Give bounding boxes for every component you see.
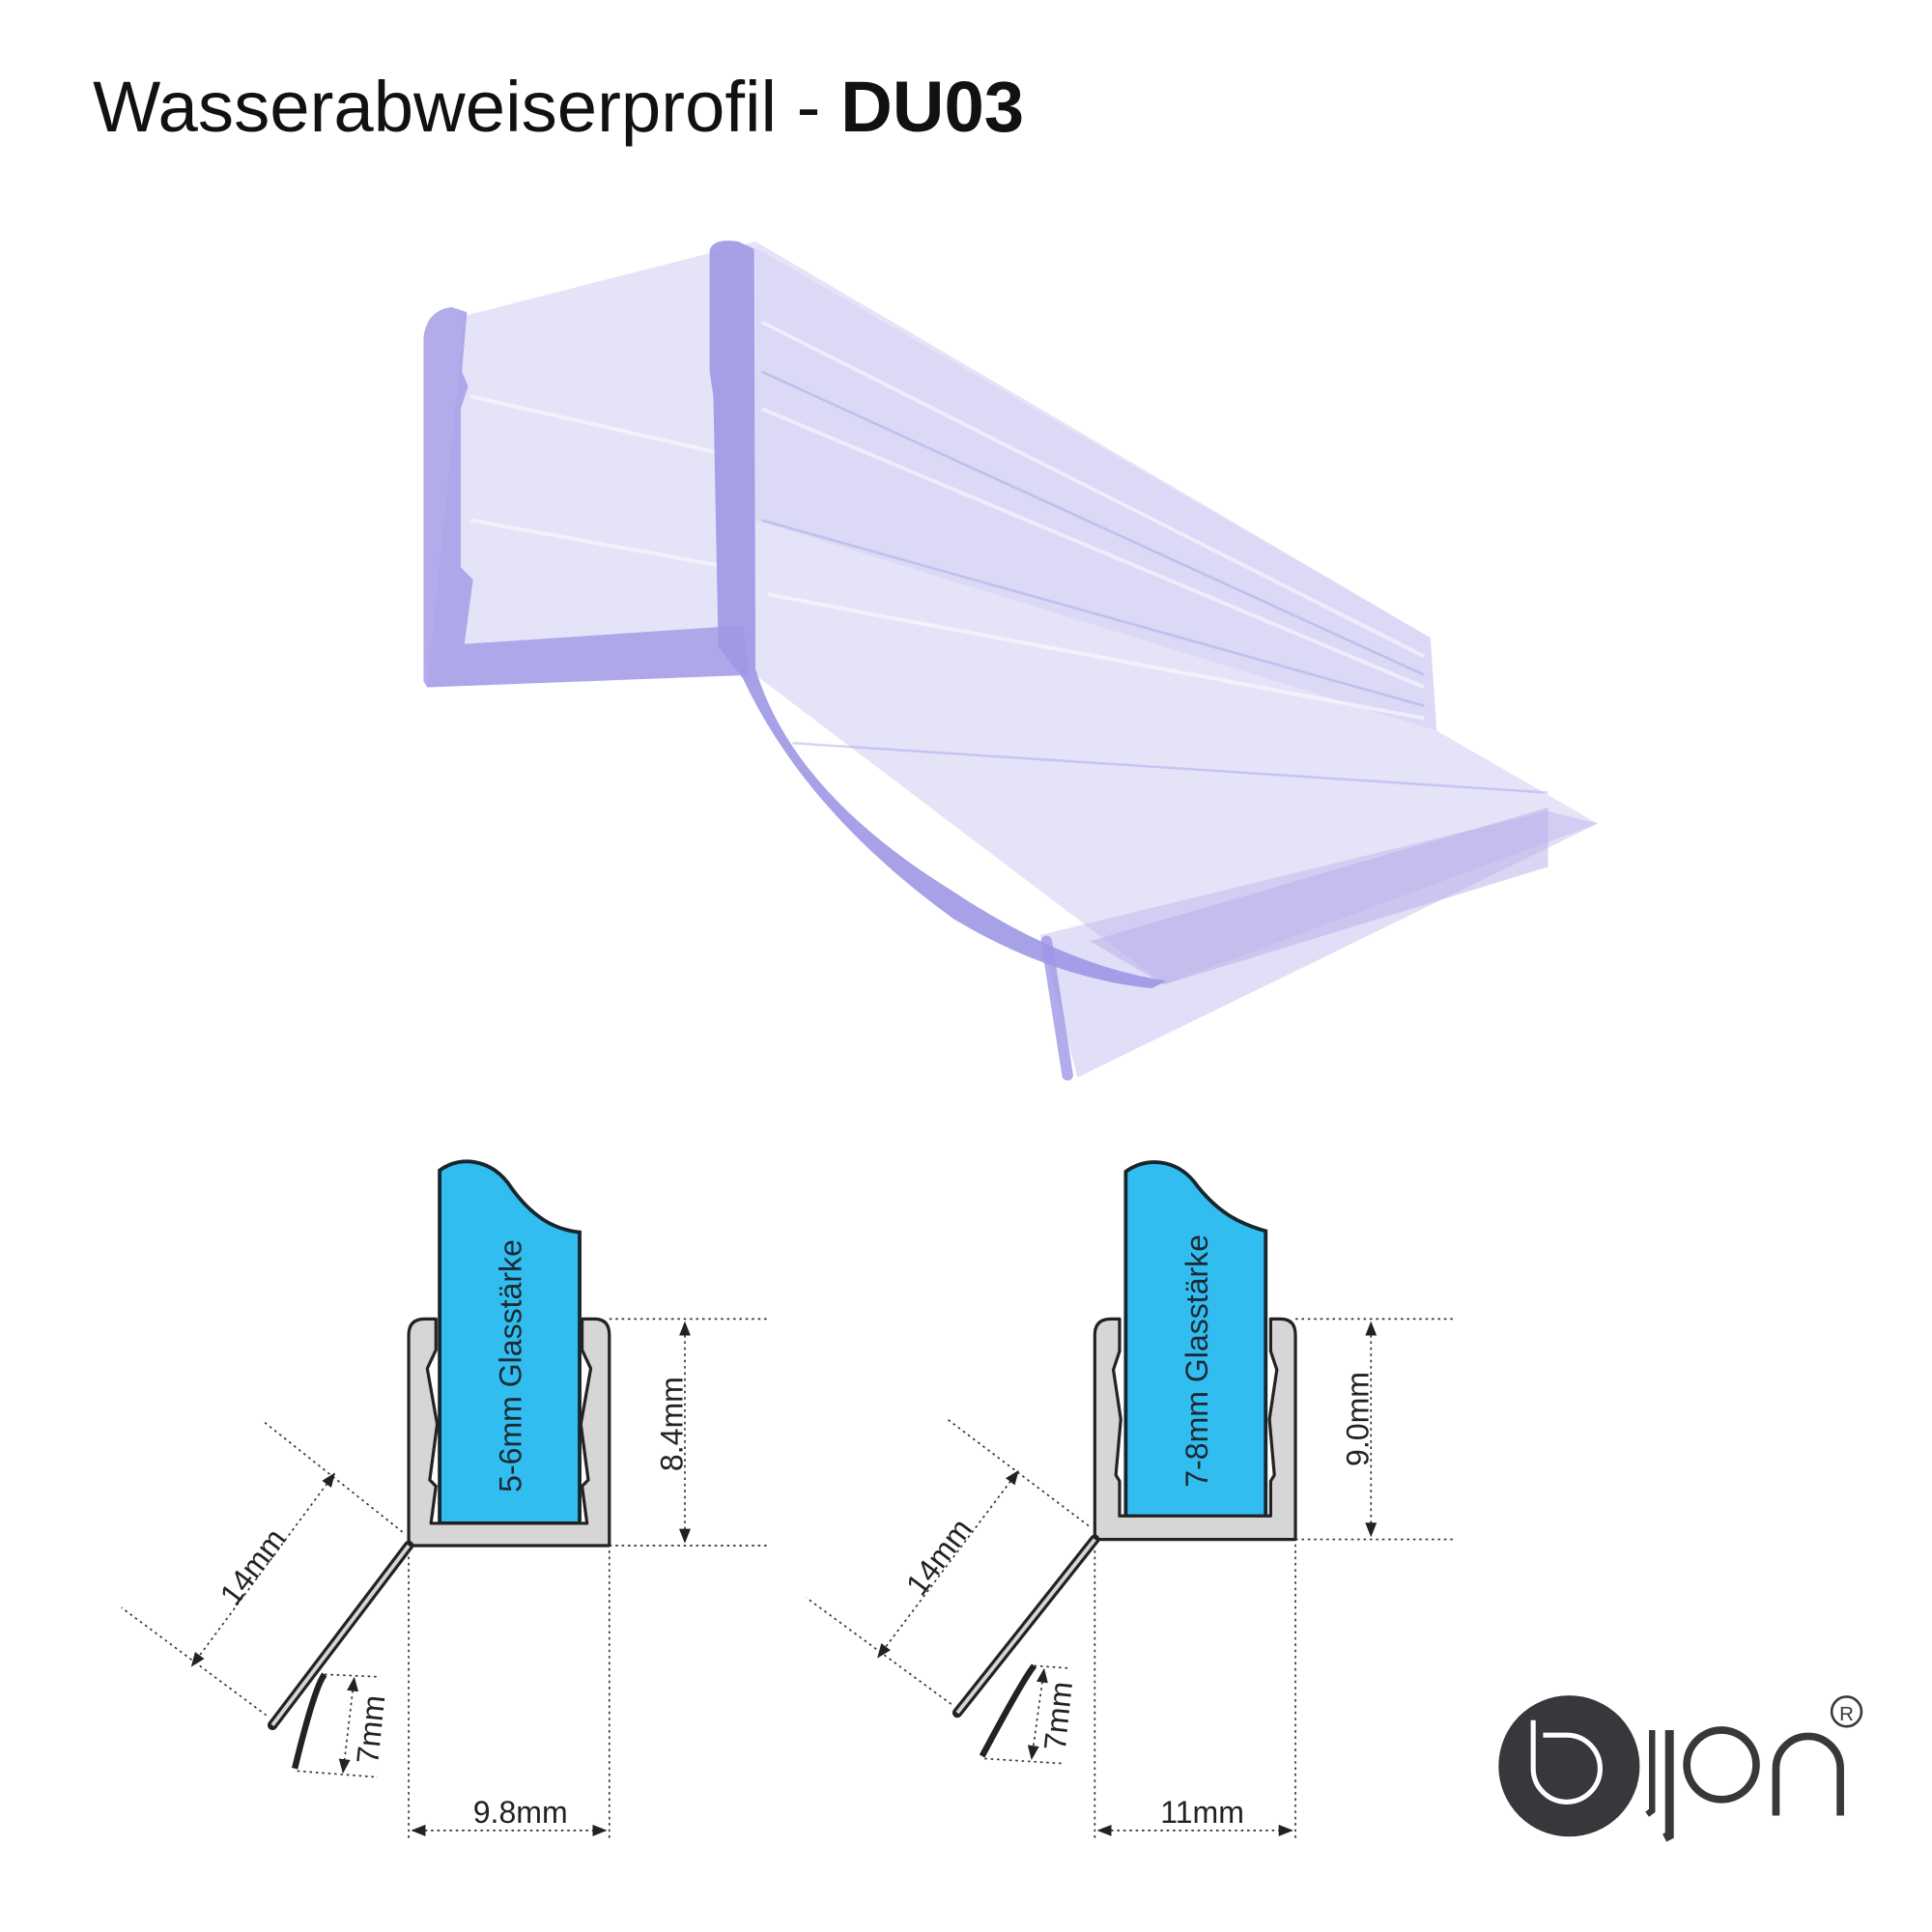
- profile-rendering: [423, 241, 1598, 1081]
- bijon-logo: R: [1498, 1695, 1863, 1842]
- u-channel: [1093, 1317, 1297, 1542]
- glass-panel: [438, 1159, 582, 1525]
- page-title: Wasserabweiserprofil - DU03: [93, 67, 1024, 147]
- svg-text:R: R: [1839, 1703, 1854, 1725]
- lip-dimension: 7mm: [350, 1693, 391, 1766]
- flap-dimension: 14mm: [213, 1522, 292, 1612]
- width-dimension: 9.8mm: [473, 1795, 568, 1830]
- width-dimension: 11mm: [1160, 1795, 1244, 1830]
- flap-dimension: 14mm: [899, 1512, 979, 1602]
- cross-section-diagram-1: 5-6mm Glasstärke 8.4mm 9.8mm 14mm 7mm: [121, 1159, 768, 1841]
- lip-dimension: 7mm: [1037, 1680, 1079, 1752]
- registered-mark-icon: [1830, 1695, 1863, 1728]
- glass-thickness-label: 7-8mm Glasstärke: [1179, 1235, 1214, 1488]
- title-text: Wasserabweiserprofil -: [93, 67, 840, 147]
- u-channel: [407, 1317, 611, 1548]
- height-dimension: 9.0mm: [1341, 1372, 1376, 1466]
- glass-thickness-label: 5-6mm Glasstärke: [494, 1239, 528, 1492]
- height-dimension: 8.4mm: [654, 1377, 689, 1471]
- model-code: DU03: [840, 67, 1024, 147]
- glass-panel: [1123, 1160, 1268, 1520]
- logo-b-letter: [1530, 1719, 1603, 1804]
- cross-section-diagram-2: 7-8mm Glasstärke 9.0mm 11mm 14mm 7mm: [806, 1160, 1455, 1841]
